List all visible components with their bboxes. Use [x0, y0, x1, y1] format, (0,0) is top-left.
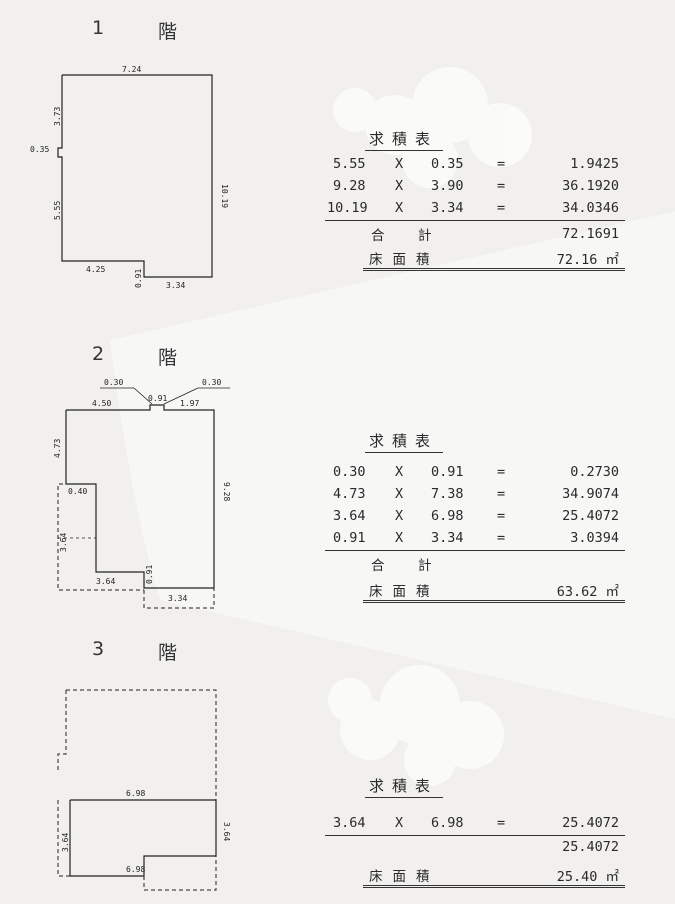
- sum-rule: [325, 220, 625, 221]
- area-label: 床面積: [369, 584, 440, 600]
- floor-label: 階: [158, 642, 179, 664]
- flower-motif-bottom: [328, 665, 504, 786]
- area-double-rule: [363, 885, 625, 888]
- table-row: 5.55 X 0.35 = 1.9425: [333, 156, 619, 172]
- dim-right: 10.19: [220, 184, 229, 208]
- table-row: 9.28 X 3.90 = 36.1920: [333, 178, 619, 194]
- floor-1-area-table: 求積表 5.55 X 0.35 = 1.9425 9.28 X 3.90 = 3…: [325, 128, 625, 288]
- dim-left-lower: 3.64: [59, 533, 68, 552]
- floor-2-area-table: 求積表 0.30 X 0.91 = 0.2730 4.73 X 7.38 = 3…: [325, 430, 625, 610]
- dim-top: 7.24: [122, 65, 141, 74]
- sum-rule: [325, 550, 625, 551]
- table-row: 3.64 X 6.98 = 25.4072: [333, 815, 619, 831]
- dim-bottom: 6.98: [126, 865, 145, 874]
- flower-motif-top: [333, 67, 532, 188]
- area-double-rule: [363, 268, 625, 271]
- dim-bottom-right: 3.34: [166, 281, 185, 290]
- sum-rule: [325, 835, 625, 836]
- dim-top-right-callout: 0.30: [202, 378, 221, 387]
- floor-3-plan: 6.98 3.64 3.64 6.98: [57, 689, 231, 891]
- table-row: 4.73 X 7.38 = 34.9074: [333, 486, 619, 502]
- area-label: 床面積: [369, 869, 440, 885]
- dim-top-left: 4.50: [92, 399, 111, 408]
- dim-left-upper: 3.73: [53, 107, 62, 126]
- dim-bottom-step: 0.91: [145, 565, 154, 584]
- dim-bottom-left: 3.64: [96, 577, 115, 586]
- floor-number: 1: [92, 17, 106, 39]
- table-row: 0.91 X 3.34 = 3.0394: [333, 530, 619, 546]
- floor-number: 2: [92, 343, 106, 365]
- dim-top-right: 1.97: [180, 399, 199, 408]
- floor-label: 階: [158, 21, 179, 43]
- dim-inner-step: 0.40: [68, 487, 87, 496]
- title-underline: [365, 452, 443, 453]
- area-label: 床面積: [369, 252, 440, 268]
- title-underline: [365, 797, 443, 798]
- dim-bottom-step: 0.91: [134, 269, 143, 288]
- table-title: 求積表: [369, 432, 439, 450]
- table-row: 10.19 X 3.34 = 34.0346: [327, 200, 619, 216]
- floor-number: 3: [92, 638, 106, 660]
- title-underline: [365, 150, 443, 151]
- dim-left-upper: 4.73: [53, 439, 62, 458]
- dim-top: 6.98: [126, 789, 145, 798]
- dim-right: 9.28: [222, 482, 231, 501]
- area-value: 25.40 ㎡: [556, 869, 619, 885]
- floor-1-plan: 7.24 3.73 0.35 5.55 10.19 4.25 0.91 3.34: [30, 65, 229, 290]
- dim-top-left-callout: 0.30: [104, 378, 123, 387]
- table-title: 求積表: [369, 130, 439, 148]
- floor-2-plan: 0.30 0.30 4.50 0.91 1.97 4.73 0.40 3.64 …: [53, 378, 231, 609]
- table-row: 0.30 X 0.91 = 0.2730: [333, 464, 619, 480]
- dim-right: 3.64: [222, 822, 231, 841]
- dim-left-lower: 5.55: [53, 201, 62, 220]
- table-title: 求積表: [369, 777, 439, 795]
- dim-bottom-right: 3.34: [168, 594, 187, 603]
- sum-value: 25.4072: [562, 839, 619, 855]
- floor-3-area-table: 求積表 3.64 X 6.98 = 25.4072 25.4072 床面積 25…: [325, 775, 625, 895]
- dim-left: 3.64: [61, 833, 70, 852]
- table-row: 3.64 X 6.98 = 25.4072: [333, 508, 619, 524]
- sum-value: 72.1691: [562, 226, 619, 242]
- sum-label: 合 計: [371, 558, 442, 574]
- sum-label: 合 計: [371, 228, 442, 244]
- floor-label: 階: [158, 347, 179, 369]
- dim-notch: 0.35: [30, 145, 49, 154]
- area-value: 63.62 ㎡: [556, 584, 619, 600]
- dim-bottom-left: 4.25: [86, 265, 105, 274]
- area-double-rule: [363, 600, 625, 603]
- area-value: 72.16 ㎡: [556, 252, 619, 268]
- dim-top-mid: 0.91: [148, 394, 167, 403]
